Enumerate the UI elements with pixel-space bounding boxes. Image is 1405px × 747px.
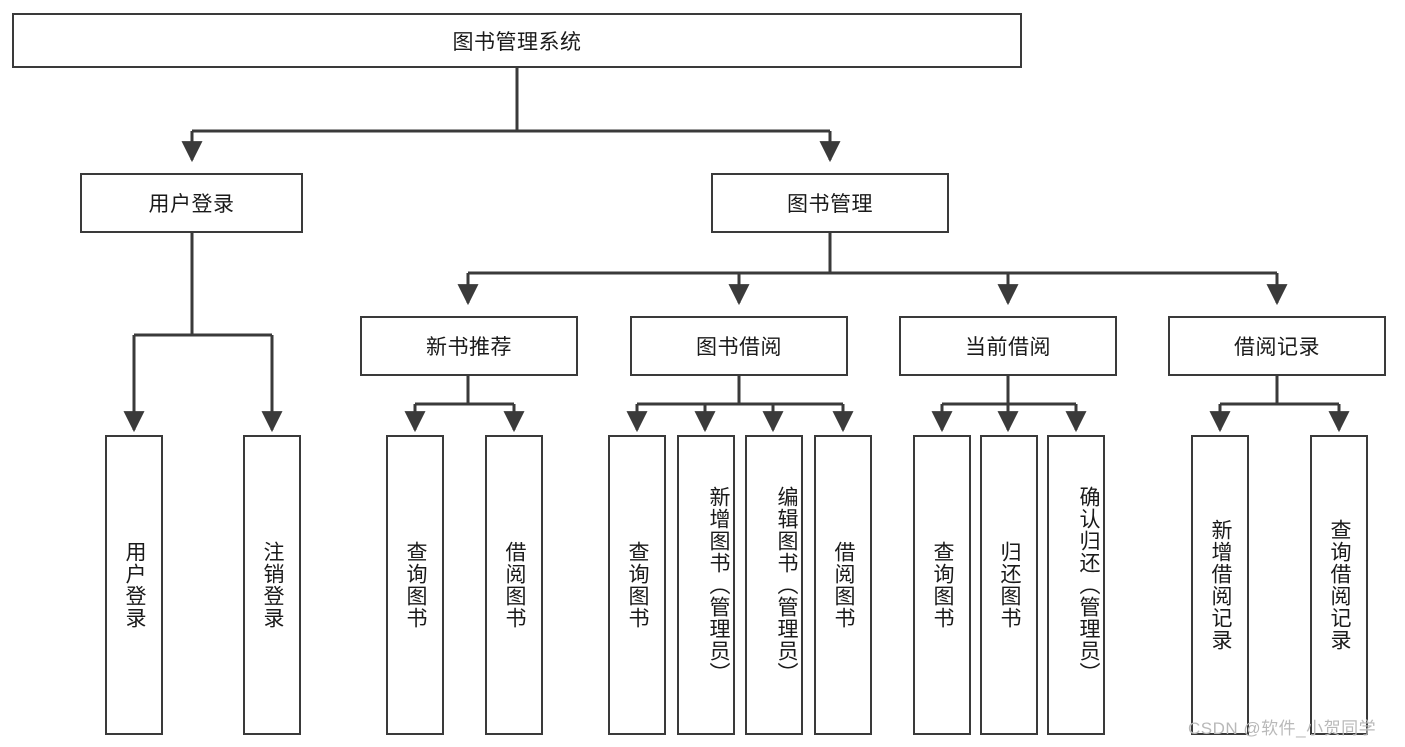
node-current-borrow-label: 当前借阅: [965, 336, 1051, 359]
leaf-confirm-return[interactable]: 确认归还（管理员）: [1047, 435, 1105, 735]
leaf-query-record[interactable]: 查询借阅记录: [1310, 435, 1368, 735]
csdn-watermark: CSDN @软件_小贺同学: [1188, 719, 1377, 738]
node-book-borrow-label: 图书借阅: [696, 336, 782, 359]
leaf-add-book-label: 新增图书（管理员）: [707, 486, 730, 684]
leaf-edit-book[interactable]: 编辑图书（管理员）: [745, 435, 803, 735]
leaf-query-record-label: 查询借阅记录: [1328, 519, 1351, 651]
leaf-query-book-2-label: 查询图书: [626, 541, 649, 629]
leaf-logout-login[interactable]: 注销登录: [243, 435, 301, 735]
leaf-borrow-book-2[interactable]: 借阅图书: [814, 435, 872, 735]
node-current-borrow[interactable]: 当前借阅: [899, 316, 1117, 376]
node-user-login-label: 用户登录: [148, 193, 235, 216]
node-new-book-recommend[interactable]: 新书推荐: [360, 316, 578, 376]
leaf-add-record-label: 新增借阅记录: [1209, 519, 1232, 651]
node-book-manage-label: 图书管理: [787, 193, 873, 216]
leaf-edit-book-label: 编辑图书（管理员）: [775, 486, 798, 684]
leaf-add-book[interactable]: 新增图书（管理员）: [677, 435, 735, 735]
leaf-confirm-return-label: 确认归还（管理员）: [1077, 486, 1100, 684]
leaf-query-book-1[interactable]: 查询图书: [386, 435, 444, 735]
leaf-query-book-2[interactable]: 查询图书: [608, 435, 666, 735]
leaf-borrow-book-1-label: 借阅图书: [503, 541, 526, 629]
leaf-logout-login-label: 注销登录: [261, 541, 284, 629]
leaf-borrow-book-1[interactable]: 借阅图书: [485, 435, 543, 735]
leaf-add-record[interactable]: 新增借阅记录: [1191, 435, 1249, 735]
leaf-borrow-book-2-label: 借阅图书: [832, 541, 855, 629]
leaf-user-login-label: 用户登录: [123, 541, 146, 629]
node-book-manage[interactable]: 图书管理: [711, 173, 949, 233]
node-new-book-recommend-label: 新书推荐: [426, 336, 512, 359]
leaf-query-book-3[interactable]: 查询图书: [913, 435, 971, 735]
leaf-user-login[interactable]: 用户登录: [105, 435, 163, 735]
node-user-login[interactable]: 用户登录: [80, 173, 303, 233]
node-root-label: 图书管理系统: [452, 30, 582, 54]
leaf-return-book[interactable]: 归还图书: [980, 435, 1038, 735]
node-borrow-record[interactable]: 借阅记录: [1168, 316, 1386, 376]
node-borrow-record-label: 借阅记录: [1234, 336, 1320, 359]
node-book-borrow[interactable]: 图书借阅: [630, 316, 848, 376]
leaf-return-book-label: 归还图书: [998, 541, 1021, 629]
leaf-query-book-1-label: 查询图书: [404, 541, 427, 629]
node-root[interactable]: 图书管理系统: [12, 13, 1022, 68]
leaf-query-book-3-label: 查询图书: [931, 541, 954, 629]
